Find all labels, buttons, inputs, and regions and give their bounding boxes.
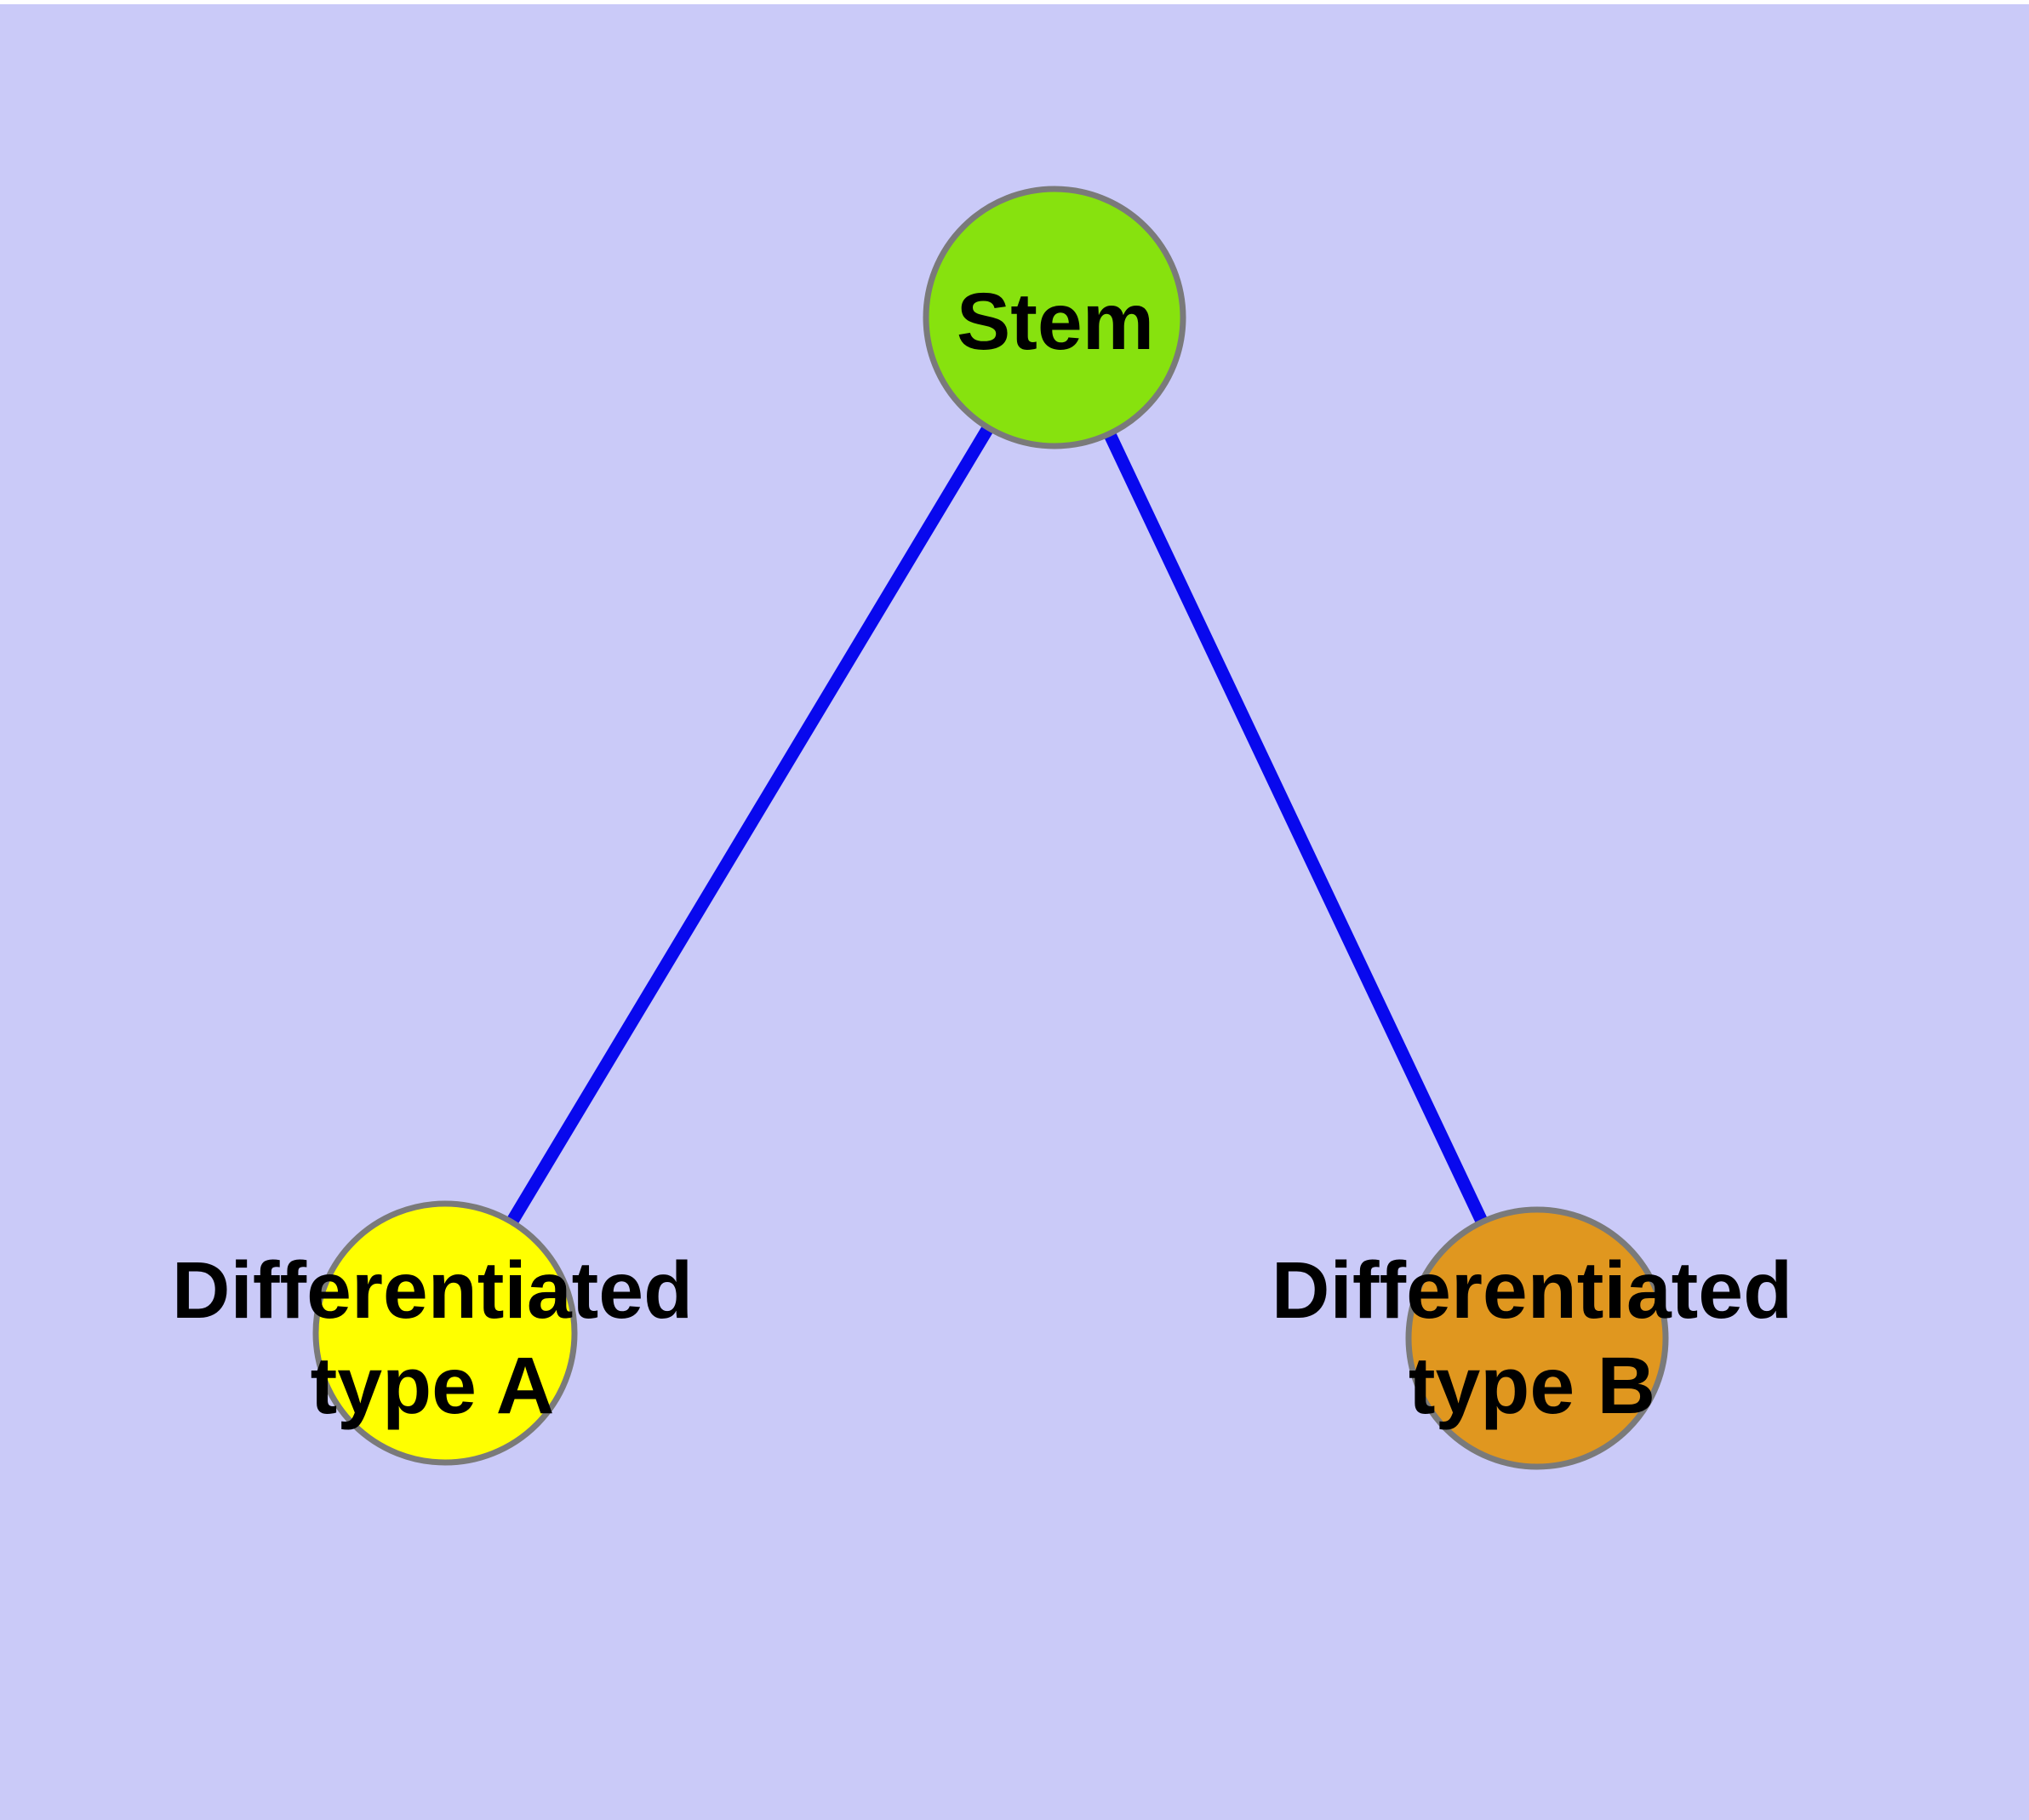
edge-stem-to-type-b — [1049, 314, 1543, 1342]
node-stem-label: Stem — [957, 277, 1154, 367]
node-stem-circle — [923, 186, 1186, 449]
edge-stem-to-type-a — [439, 314, 1060, 1336]
node-type-b-label-line1: Differentiated — [1272, 1245, 1792, 1336]
node-type-a-label-line2: type A — [311, 1341, 555, 1431]
top-edge-strip — [0, 0, 2029, 4]
node-type-b-label-line2: type B — [1409, 1341, 1655, 1431]
node-type-b-circle — [1405, 1206, 1669, 1470]
node-type-a-label-line1: Differentiated — [172, 1245, 693, 1336]
node-type-a-circle — [312, 1200, 578, 1466]
